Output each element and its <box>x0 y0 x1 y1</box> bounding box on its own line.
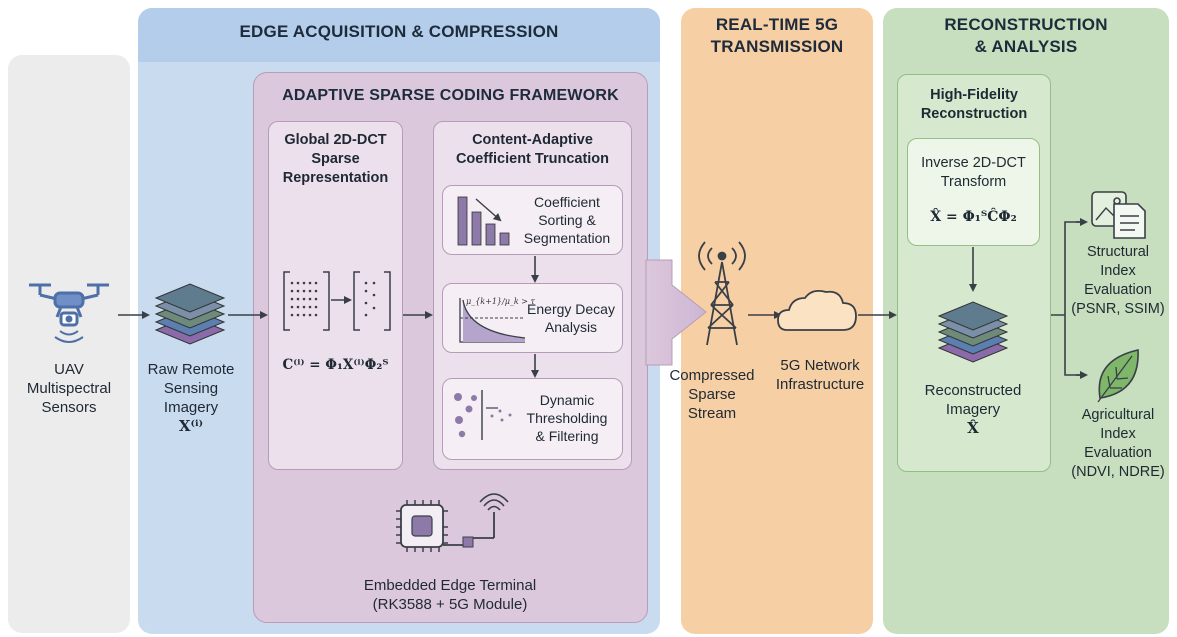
truncation-title-line1: Content-Adaptive <box>472 132 593 148</box>
stream-line1: Compressed <box>669 367 755 384</box>
agricultural-line2: Index <box>1100 426 1136 442</box>
transmission-header-line1: REAL-TIME 5G <box>715 15 839 34</box>
edge-terminal-line1: Embedded Edge Terminal <box>363 577 537 594</box>
inverse-dct-formula: X̂ = Φ₁ᵀĈΦ₂ <box>930 209 1017 225</box>
structural-line2: Index <box>1100 263 1136 279</box>
transmission-header: REAL-TIME 5G TRANSMISSION <box>681 14 873 58</box>
dct-title-line1: Global 2D-DCT <box>284 132 387 148</box>
structural-line3: Evaluation <box>1084 282 1152 298</box>
inverse-dct-box <box>907 138 1040 246</box>
raw-imagery-label: Raw Remote Sensing Imagery X⁽ⁱ⁾ <box>140 360 242 436</box>
framework-header: ADAPTIVE SPARSE CODING FRAMEWORK <box>282 87 619 104</box>
sensor-label-line1: UAV <box>54 361 84 378</box>
sensor-label-line2: Multispectral <box>26 380 112 397</box>
dct-title-line2: Sparse <box>311 151 360 167</box>
stream-label: Compressed Sparse Stream <box>660 366 764 423</box>
agricultural-line1: Agricultural <box>1081 407 1155 423</box>
step-energy-label: Energy Decay Analysis <box>520 300 622 336</box>
reconstructed-label: Reconstructed Imagery X̂ <box>905 381 1041 438</box>
reconstruction-header-line1: RECONSTRUCTION <box>944 15 1108 34</box>
step-energy-line2: Analysis <box>544 319 598 335</box>
step-energy-line1: Energy Decay <box>527 301 615 317</box>
reconstruction-header: RECONSTRUCTION & ANALYSIS <box>883 14 1169 58</box>
stream-line3: Stream <box>687 405 737 422</box>
edge-terminal-line2: (RK3588 + 5G Module) <box>372 596 528 613</box>
structural-label: Structural Index Evaluation (PSNR, SSIM) <box>1062 243 1174 319</box>
reconstruction-header-line2: & ANALYSIS <box>974 37 1078 56</box>
edge-acquisition-header-band <box>138 8 660 62</box>
network-line1: 5G Network <box>780 357 860 374</box>
structural-line1: Structural <box>1086 244 1150 260</box>
stream-line2: Sparse <box>688 386 736 403</box>
network-line2: Infrastructure <box>775 376 865 393</box>
dct-title-line3: Representation <box>282 170 389 186</box>
agricultural-label: Agricultural Index Evaluation (NDVI, NDR… <box>1062 406 1174 482</box>
truncation-title: Content-Adaptive Coefficient Truncation <box>436 131 629 169</box>
step-threshold-line2: Thresholding <box>526 410 608 426</box>
hifi-title-line2: Reconstruction <box>920 106 1028 122</box>
raw-imagery-line2: Sensing <box>163 380 219 397</box>
step-threshold-box <box>442 378 623 460</box>
reconstructed-line1: Reconstructed <box>924 382 1022 399</box>
step-threshold-label: Dynamic Thresholding & Filtering <box>514 391 620 445</box>
step-threshold-line1: Dynamic <box>539 392 595 408</box>
step-sorting-line2: Sorting & <box>538 212 596 228</box>
dct-title: Global 2D-DCT Sparse Representation <box>270 131 401 188</box>
raw-imagery-line1: Raw Remote <box>147 361 235 378</box>
raw-imagery-symbol: X⁽ⁱ⁾ <box>178 417 204 435</box>
transmission-panel <box>681 8 873 634</box>
network-label: 5G Network Infrastructure <box>764 356 876 394</box>
step-sorting-line1: Coefficient <box>534 194 600 210</box>
sensor-panel <box>8 55 130 633</box>
raw-imagery-line3: Imagery <box>163 399 219 416</box>
dct-formula: C⁽ⁱ⁾ = Φ₁X⁽ⁱ⁾Φ₂ᵀ <box>282 357 389 373</box>
hifi-title-line1: High-Fidelity <box>930 87 1018 103</box>
inverse-dct-label: Inverse 2D-DCT Transform <box>909 154 1038 192</box>
step-sorting-line3: Segmentation <box>523 230 611 246</box>
decay-curve-label: μ_{k+1}/μ_k > τ <box>466 297 535 306</box>
transmission-header-line2: TRANSMISSION <box>710 37 844 56</box>
truncation-title-line2: Coefficient Truncation <box>455 151 610 167</box>
agricultural-line3: Evaluation <box>1084 445 1152 461</box>
inverse-dct-line1: Inverse 2D-DCT <box>921 155 1026 171</box>
structural-line4: (PSNR, SSIM) <box>1071 301 1165 317</box>
edge-terminal-label: Embedded Edge Terminal (RK3588 + 5G Modu… <box>330 576 570 614</box>
step-threshold-line3: & Filtering <box>535 428 599 444</box>
step-sorting-label: Coefficient Sorting & Segmentation <box>514 193 620 247</box>
hifi-title: High-Fidelity Reconstruction <box>899 86 1049 124</box>
sensor-label-line3: Sensors <box>41 399 97 416</box>
reconstructed-symbol: X̂ <box>967 419 979 437</box>
edge-acquisition-header: EDGE ACQUISITION & COMPRESSION <box>239 22 559 41</box>
sensor-label: UAV Multispectral Sensors <box>14 360 124 417</box>
reconstructed-line2: Imagery <box>945 401 1001 418</box>
inverse-dct-line2: Transform <box>940 174 1007 190</box>
agricultural-line4: (NDVI, NDRE) <box>1071 464 1165 480</box>
